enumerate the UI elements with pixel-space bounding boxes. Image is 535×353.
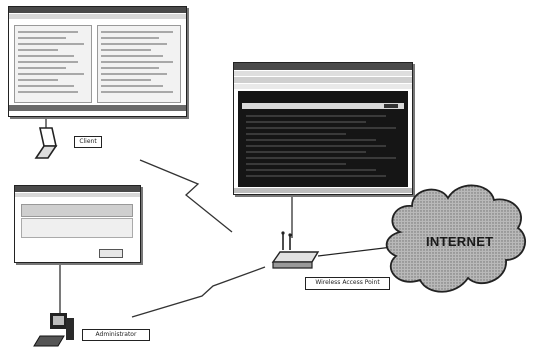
list-row (18, 67, 66, 69)
internet-label: INTERNET (426, 234, 494, 249)
admin-list-header (21, 204, 133, 217)
list-row (246, 151, 366, 153)
client-wireless-link (139, 159, 233, 233)
admin-ok-button (99, 249, 123, 258)
list-row (18, 49, 58, 51)
ap-address-bar (234, 84, 412, 89)
ap-internet-line (317, 246, 393, 257)
list-row (246, 133, 346, 135)
list-row (101, 43, 167, 45)
ap-title-bar (234, 63, 412, 70)
list-row (18, 31, 78, 33)
client-toolbar (9, 14, 186, 19)
list-row (246, 145, 386, 147)
admin-title-bar (15, 186, 140, 192)
list-row (18, 37, 66, 39)
list-row (101, 37, 159, 39)
list-row (101, 61, 173, 63)
admin-wireless-link (131, 266, 266, 318)
list-row (246, 169, 376, 171)
list-row (18, 85, 74, 87)
client-status-bar (9, 105, 186, 111)
administrator-label: Administrator (82, 329, 150, 341)
list-row (18, 61, 78, 63)
list-row (101, 79, 151, 81)
list-row (101, 85, 163, 87)
list-row (101, 67, 159, 69)
list-row (18, 43, 84, 45)
access-point-label: Wireless Access Point (305, 277, 390, 290)
admin-list-body (21, 218, 133, 238)
ap-menu-bar (234, 71, 412, 76)
list-row (246, 121, 366, 123)
client-title-bar (9, 7, 186, 13)
list-row (246, 175, 386, 177)
admin-screen-window (14, 185, 141, 263)
list-row (101, 31, 173, 33)
list-row (101, 91, 173, 93)
client-label: Client (74, 136, 102, 148)
list-row (101, 73, 167, 75)
list-row (246, 115, 386, 117)
client-screen-window (8, 6, 187, 117)
ap-page-header (242, 103, 404, 109)
list-row (101, 55, 163, 57)
ap-page-header-badge (384, 104, 398, 108)
ap-toolbar (234, 77, 412, 83)
list-row (246, 139, 376, 141)
list-row (18, 55, 74, 57)
list-row (246, 163, 346, 165)
list-row (18, 79, 58, 81)
list-row (18, 73, 84, 75)
list-row (246, 127, 396, 129)
ap-screen-window (233, 62, 413, 195)
admin-toolbar (15, 193, 140, 197)
list-row (18, 91, 78, 93)
list-row (246, 157, 396, 159)
list-row (101, 49, 151, 51)
ap-status-bar (234, 188, 412, 193)
